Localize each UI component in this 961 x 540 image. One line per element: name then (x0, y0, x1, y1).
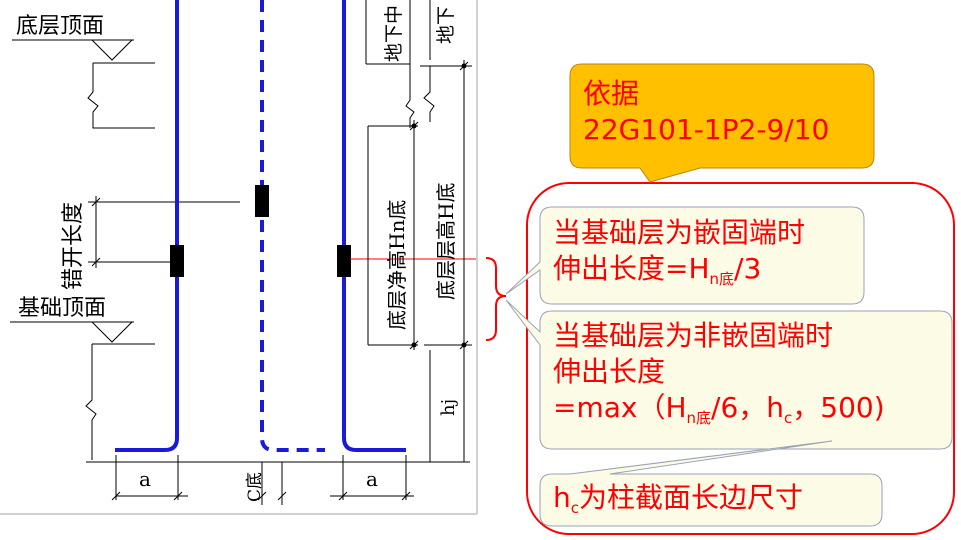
dimension-dot-4 (461, 342, 467, 348)
bottom-dimension-chain (86, 455, 470, 505)
non-fixed-end-line-2: 伸出长度 (553, 355, 666, 388)
splice-connector-left (170, 245, 184, 277)
foundation-top-label: 基础顶面 (18, 296, 106, 321)
floor-height-label: 底层层高H底 (434, 183, 458, 300)
dimension-c-bottom: C底 (245, 472, 265, 502)
rebar-right (342, 0, 406, 452)
foundation-top-marker (10, 321, 155, 460)
splice-connector-right (337, 245, 351, 277)
basis-callout-shape (569, 63, 875, 183)
non-fixed-end-text: 当基础层为非嵌固端时 伸出长度 =max（Hn底/6，hc，500) (553, 318, 885, 436)
fixed-end-text: 当基础层为嵌固端时 伸出长度=Hn底/3 (553, 215, 805, 297)
bottom-floor-top-label: 底层顶面 (16, 14, 104, 39)
dimension-dot-1 (411, 123, 417, 129)
hc-note-text: hc为柱截面长边尺寸 (553, 481, 804, 517)
splice-connector-middle (255, 185, 269, 217)
rebar-left (115, 0, 179, 452)
fixed-end-line-2: 伸出长度=Hn底/3 (553, 252, 762, 288)
clear-height-label: 底层净高Hn底 (385, 200, 409, 330)
dimension-a-left: a (139, 467, 151, 491)
fixed-end-line-1: 当基础层为嵌固端时 (553, 216, 806, 249)
dimension-dot-2 (411, 342, 417, 348)
hc-note-bubble (539, 440, 883, 527)
fixed-end-bubble (505, 206, 865, 305)
height-dimensions (365, 0, 472, 462)
staggered-length-label: 错开长度 (61, 202, 86, 290)
basement-label-2: 地下 (435, 6, 457, 44)
staggered-length-dimension (88, 196, 240, 268)
dimension-dot-3 (461, 63, 467, 69)
non-fixed-end-line-3: =max（Hn底/6，hc，500) (553, 391, 885, 427)
non-fixed-end-bubble (505, 299, 953, 450)
basis-line-2: 22G101-1P2-9/10 (583, 113, 830, 146)
basis-line-1: 依据 (583, 77, 640, 110)
hj-label: hj (438, 399, 459, 416)
basement-label-1: 地下中 (383, 5, 405, 62)
non-fixed-end-line-1: 当基础层为非嵌固端时 (553, 319, 834, 352)
basis-title: 依据 22G101-1P2-9/10 (583, 76, 829, 148)
dimension-a-right: a (366, 467, 378, 491)
bottom-floor-top-marker (12, 39, 155, 129)
rebar-middle-dashed (260, 0, 325, 452)
red-brace (485, 257, 507, 341)
